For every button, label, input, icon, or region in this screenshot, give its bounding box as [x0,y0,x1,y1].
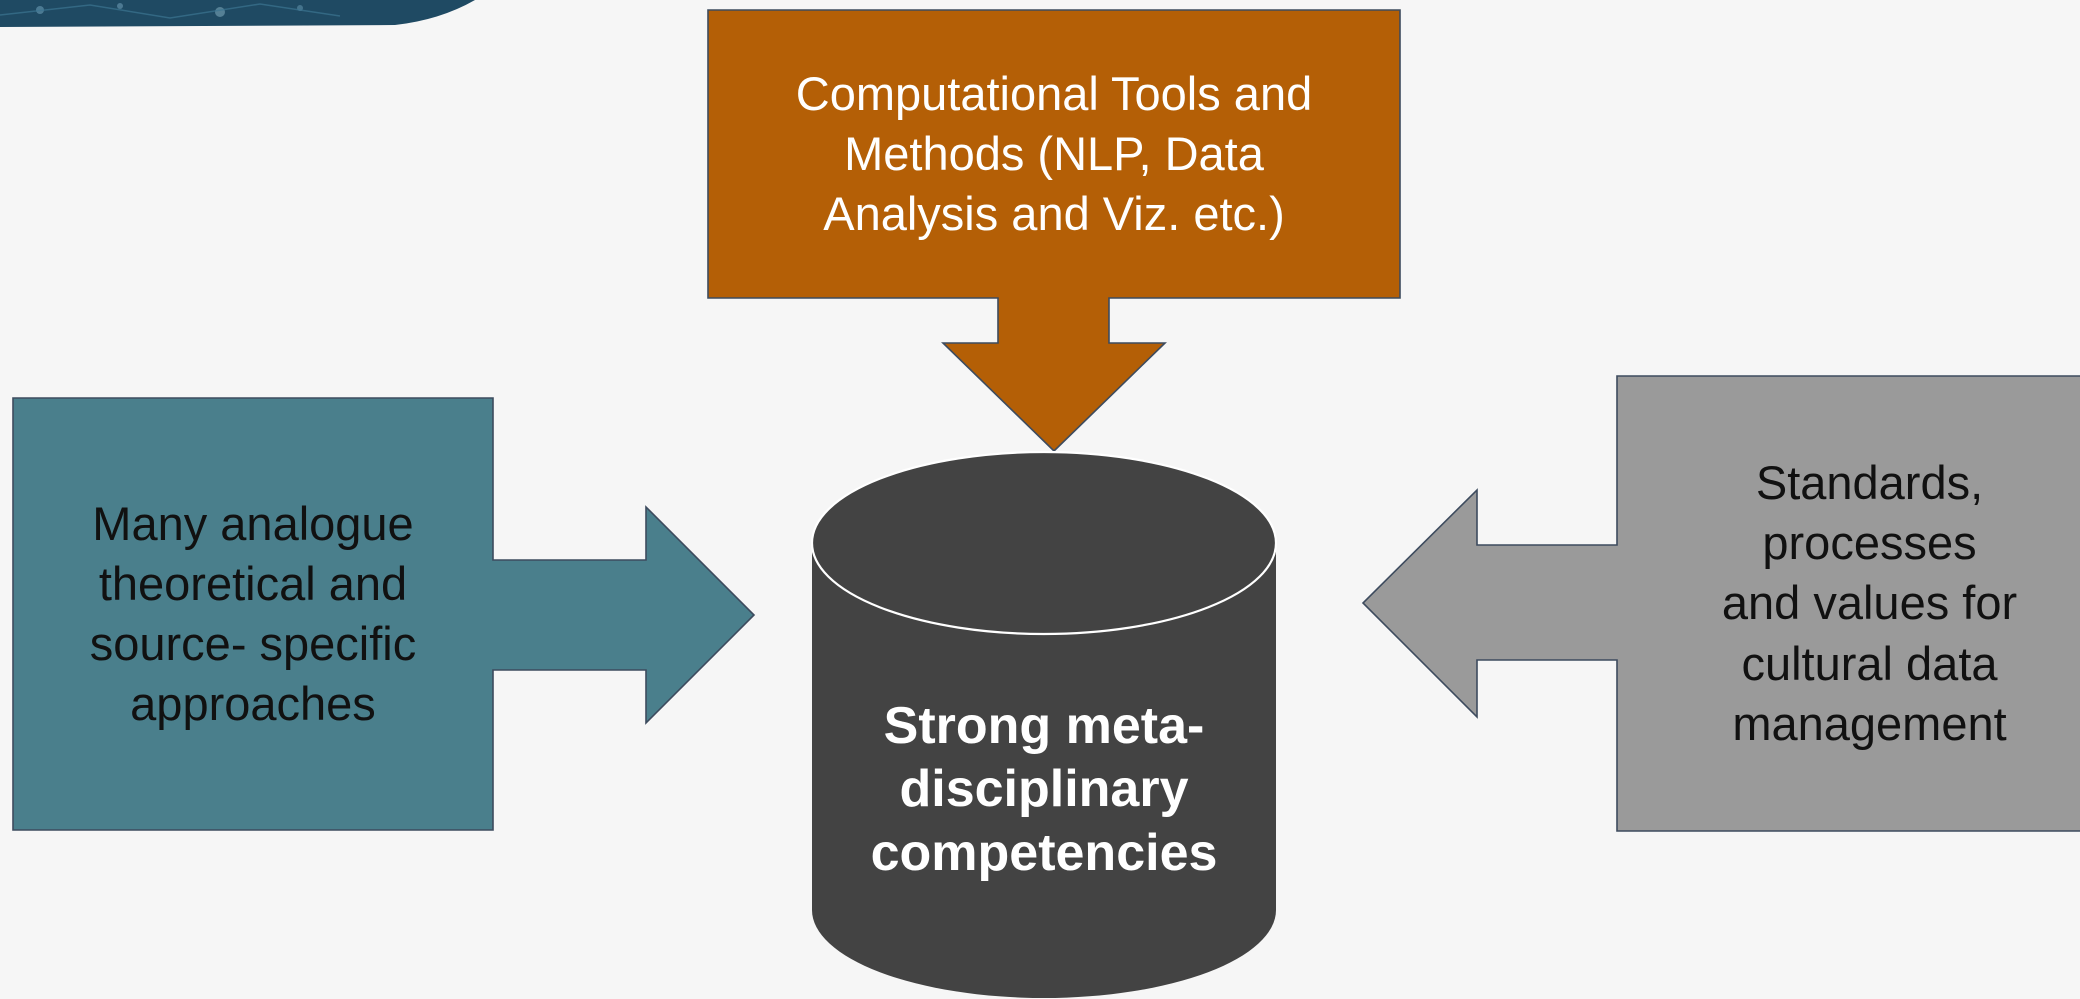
left-arrow-shape [12,397,756,831]
corner-banner-image [0,0,475,27]
top-arrow-shape [707,9,1401,453]
center-cylinder [810,450,1278,998]
left-box-label: Many analogue theoretical and source- sp… [89,496,417,731]
right-arrow-shape [1361,375,2080,832]
cylinder-label: Strong meta- disciplinary competencies [870,696,1218,882]
right-box-label: Standards, processes and values for cult… [1721,456,2018,750]
top-box-label: Computational Tools and Methods (NLP, Da… [795,66,1313,241]
